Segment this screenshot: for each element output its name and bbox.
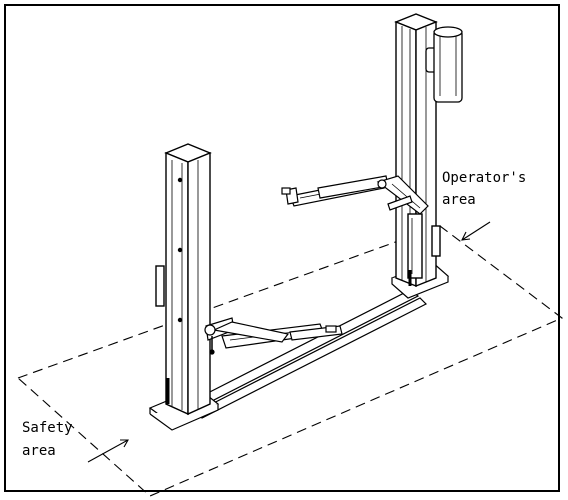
lift-motor: [425, 26, 463, 103]
operator-area-label-line1: Operator's: [442, 170, 527, 186]
floor-rails: [194, 289, 428, 419]
diagram-frame: [4, 4, 560, 492]
safety-area-label-line1: Safety: [22, 420, 73, 436]
left-column: [155, 143, 212, 416]
safety-area-label-line2: area: [22, 443, 56, 459]
operator-area-arrow: [461, 221, 491, 241]
right-column: [394, 13, 441, 288]
operator-area-label-line2: area: [442, 192, 476, 208]
upper-lift-arms: [281, 175, 429, 215]
safety-area-arrow: [87, 439, 129, 463]
lower-lift-arms: [204, 317, 343, 355]
safety-area-boundary: [16, 225, 564, 497]
